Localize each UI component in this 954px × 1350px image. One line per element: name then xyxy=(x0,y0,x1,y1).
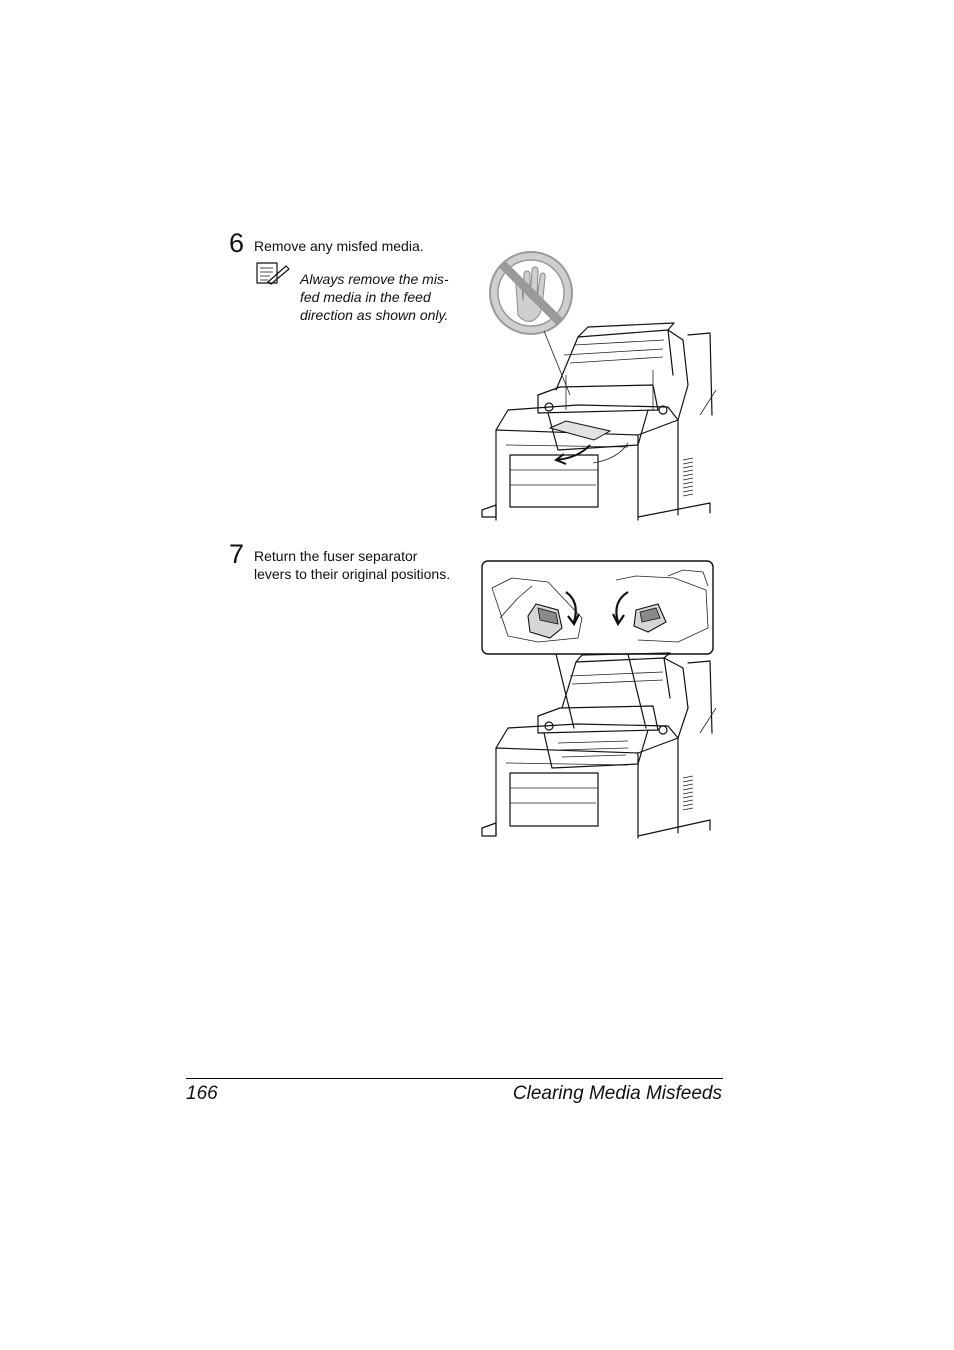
step-7-number: 7 xyxy=(229,539,245,569)
step-7-text: Return the fuser separator levers to the… xyxy=(254,548,450,583)
note-line-2: fed media in the feed xyxy=(300,289,431,305)
page-number: 166 xyxy=(186,1083,218,1104)
note-text: Always remove the mis- fed media in the … xyxy=(300,270,460,324)
note-pencil-icon xyxy=(256,262,290,291)
step-6-number: 6 xyxy=(229,228,245,258)
note-line-3: direction as shown only. xyxy=(300,307,449,323)
section-title: Clearing Media Misfeeds xyxy=(512,1083,722,1104)
footer-divider xyxy=(186,1078,723,1079)
step-7-line-1: Return the fuser separator xyxy=(254,548,418,564)
step-7-line-2: levers to their original positions. xyxy=(254,565,451,582)
figure-fuser-separator-levers xyxy=(478,558,718,848)
prohibited-hand-icon xyxy=(489,251,573,396)
step-6-text: Remove any misfed media. xyxy=(254,238,424,254)
note-line-1: Always remove the mis- xyxy=(300,271,449,287)
figure-remove-misfed-media xyxy=(478,245,718,535)
